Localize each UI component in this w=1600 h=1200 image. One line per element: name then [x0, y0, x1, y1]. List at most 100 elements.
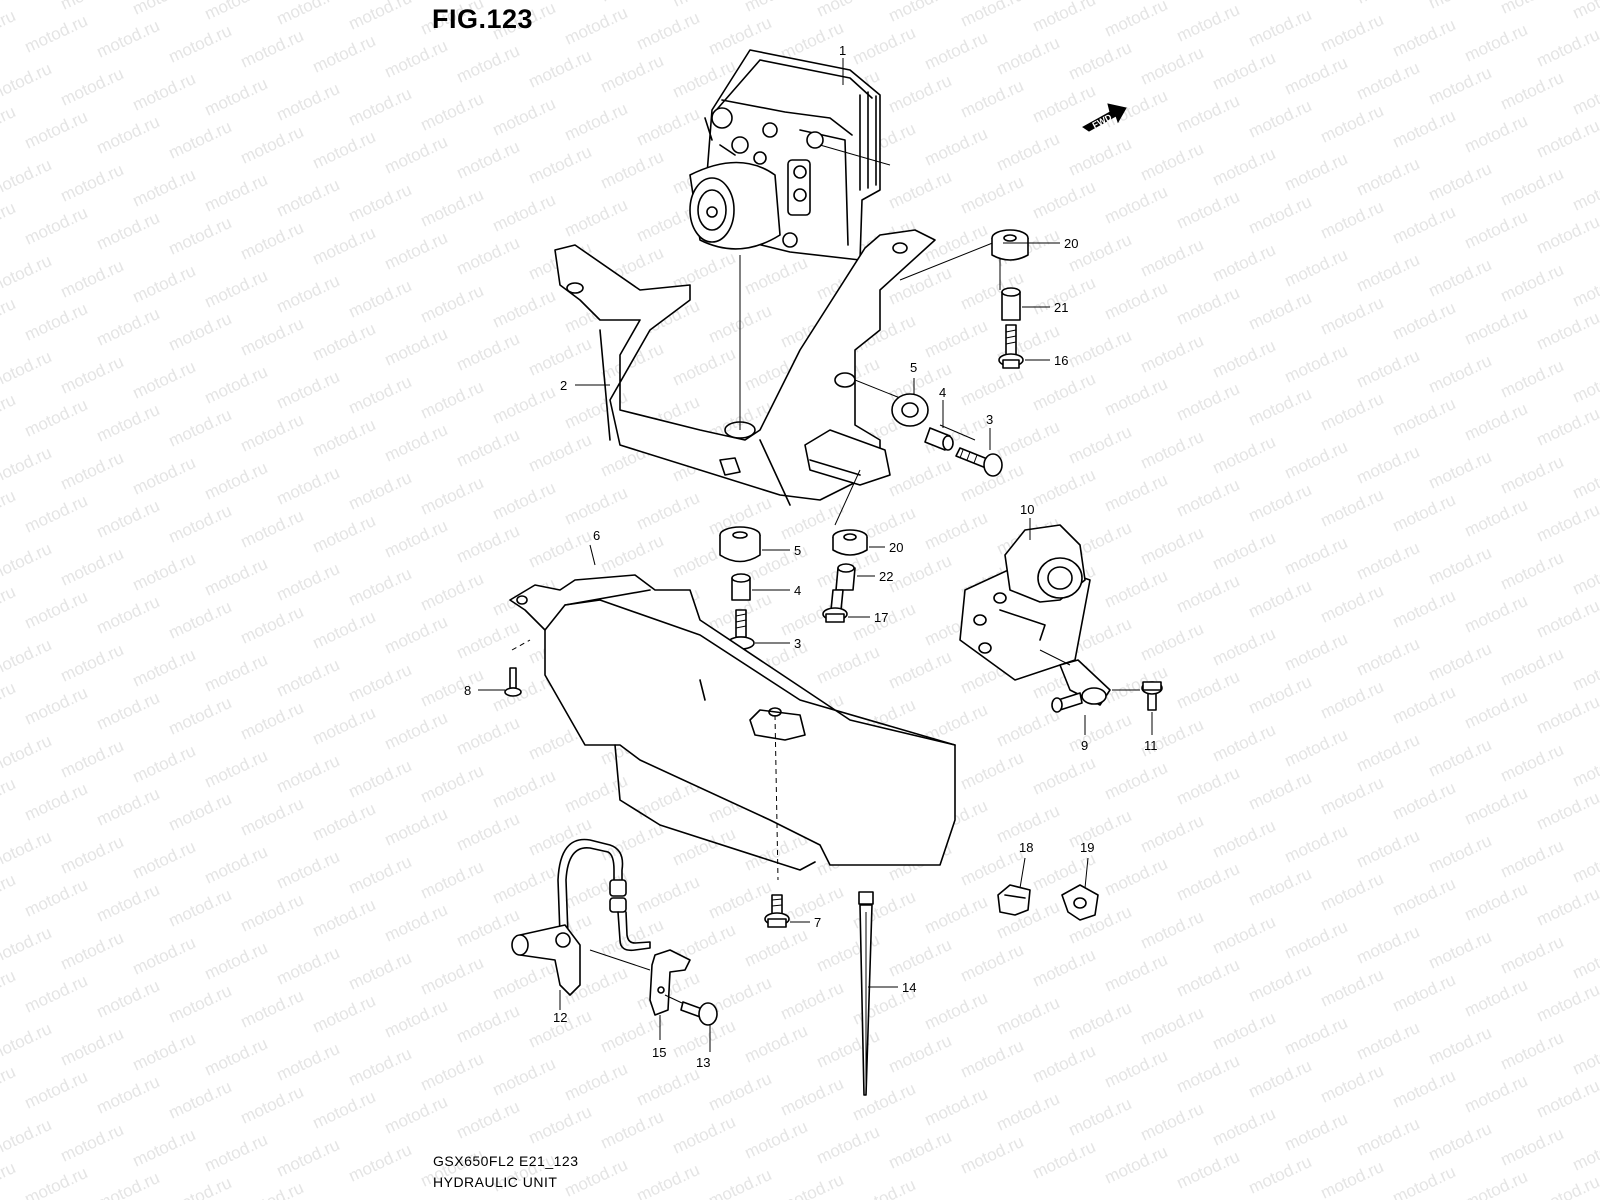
watermark-text: motod.ru [526, 430, 595, 476]
bolt-17[interactable] [822, 589, 848, 623]
watermark-text: motod.ru [418, 473, 487, 519]
watermark-text: motod.ru [238, 1082, 307, 1128]
watermark-text: motod.ru [1066, 806, 1135, 852]
watermark-text: motod.ru [130, 0, 199, 19]
callout-leaders [478, 58, 1153, 1052]
watermark-text: motod.ru [778, 978, 847, 1024]
bolt-16[interactable] [998, 324, 1024, 369]
watermark-text: motod.ru [1462, 1167, 1531, 1200]
watermark-text: motod.ru [202, 938, 271, 984]
clip-18[interactable] [997, 884, 1031, 916]
watermark-text: motod.ru [418, 761, 487, 807]
clamp-15[interactable] [649, 949, 691, 1016]
watermark-text: motod.ru [922, 508, 991, 554]
watermark-text: motod.ru [274, 175, 343, 221]
watermark-text: motod.ru [0, 1115, 54, 1161]
watermark-text: motod.ru [0, 443, 54, 489]
watermark-text: motod.ru [166, 693, 235, 739]
watermark-text: motod.ru [1066, 38, 1135, 84]
collar-21[interactable] [1001, 287, 1021, 321]
collar-4-lower[interactable] [731, 573, 751, 601]
watermark-text: motod.ru [1534, 788, 1600, 834]
watermark-text: motod.ru [1246, 864, 1315, 910]
grommet-5-lower[interactable] [719, 526, 761, 563]
callout-22: 22 [879, 569, 893, 584]
watermark-text: motod.ru [1426, 831, 1495, 877]
watermark-text: motod.ru [0, 251, 54, 297]
watermark-text: motod.ru [1534, 25, 1600, 71]
watermark-text: motod.ru [670, 0, 739, 11]
watermark-text: motod.ru [1318, 485, 1387, 531]
watermark-text: motod.ru [1354, 346, 1423, 392]
watermark-text: motod.ru [0, 198, 18, 244]
watermark-text: motod.ru [1174, 859, 1243, 905]
clip-19[interactable] [1061, 884, 1099, 921]
lower-cover[interactable] [509, 574, 956, 871]
watermark-text: motod.ru [1498, 1028, 1567, 1074]
watermark-text: motod.ru [0, 1062, 18, 1108]
watermark-text: motod.ru [958, 748, 1027, 794]
watermark-text: motod.ru [1282, 917, 1351, 963]
watermark-text: motod.ru [1318, 10, 1387, 56]
callout-18: 18 [1019, 840, 1033, 855]
watermark-text: motod.ru [58, 544, 127, 590]
watermark-text: motod.ru [706, 1165, 775, 1200]
abs-bracket[interactable] [554, 229, 936, 506]
watermark-text: motod.ru [1390, 778, 1459, 824]
brake-hose-12[interactable] [511, 838, 651, 996]
bolt-11[interactable] [1141, 681, 1163, 711]
watermark-text: motod.ru [1138, 619, 1207, 665]
watermark-text: motod.ru [0, 966, 18, 1012]
watermark-text: motod.ru [418, 89, 487, 135]
grommet-20-upper[interactable] [991, 229, 1029, 261]
grommet-20-lower[interactable] [832, 529, 868, 556]
watermark-text: motod.ru [1318, 869, 1387, 915]
watermark-text: motod.ru [382, 132, 451, 178]
watermark-text: motod.ru [1390, 1162, 1459, 1200]
watermark-text: motod.ru [958, 364, 1027, 410]
sensor-plate[interactable] [959, 524, 1091, 681]
screw-8[interactable] [504, 667, 522, 697]
watermark-text: motod.ru [598, 147, 667, 193]
watermark-text: motod.ru [1498, 452, 1567, 498]
watermark-text: motod.ru [1102, 470, 1171, 516]
bolt-13[interactable] [680, 1001, 718, 1026]
watermark-text: motod.ru [1570, 937, 1600, 983]
watermark-text: motod.ru [454, 233, 523, 279]
watermark-text: motod.ru [94, 592, 163, 638]
watermark-text: motod.ru [1246, 384, 1315, 430]
watermark-text: motod.ru [1210, 720, 1279, 766]
watermark-text: motod.ru [922, 28, 991, 74]
bolt-7[interactable] [764, 894, 790, 928]
watermark-text: motod.ru [958, 76, 1027, 122]
watermark-text: motod.ru [1390, 15, 1459, 61]
watermark-text: motod.ru [94, 880, 163, 926]
watermark-text: motod.ru [274, 0, 343, 29]
watermark-text: motod.ru [274, 1135, 343, 1181]
watermark-text: motod.ru [58, 928, 127, 974]
watermark-text: motod.ru [130, 453, 199, 499]
watermark-text: motod.ru [310, 895, 379, 941]
watermark-text: motod.ru [310, 415, 379, 461]
abs-hydraulic-unit[interactable] [689, 49, 881, 261]
watermark-text: motod.ru [58, 448, 127, 494]
watermark-text: motod.ru [418, 569, 487, 615]
watermark-text: motod.ru [94, 1168, 163, 1200]
watermark-text: motod.ru [1174, 379, 1243, 425]
watermark-text: motod.ru [562, 195, 631, 241]
cable-tie[interactable] [858, 891, 874, 1096]
sensor-fitting[interactable] [1051, 659, 1111, 713]
watermark-text: motod.ru [1246, 5, 1315, 51]
collar-4-upper[interactable] [924, 427, 954, 451]
watermark-text: motod.ru [1534, 500, 1600, 546]
watermark-text: motod.ru [346, 1140, 415, 1186]
bolt-3-upper[interactable] [955, 447, 1003, 477]
grommet-5-upper[interactable] [891, 393, 929, 427]
watermark-text: motod.ru [814, 0, 883, 21]
callout-labels: 1 2 20 21 16 5 4 3 6 5 20 22 4 17 3 10 8… [464, 43, 1158, 1070]
callout-12: 12 [553, 1010, 567, 1025]
collar-22[interactable] [835, 563, 856, 591]
watermark-text: motod.ru [202, 1034, 271, 1080]
watermark-text: motod.ru [22, 683, 91, 729]
